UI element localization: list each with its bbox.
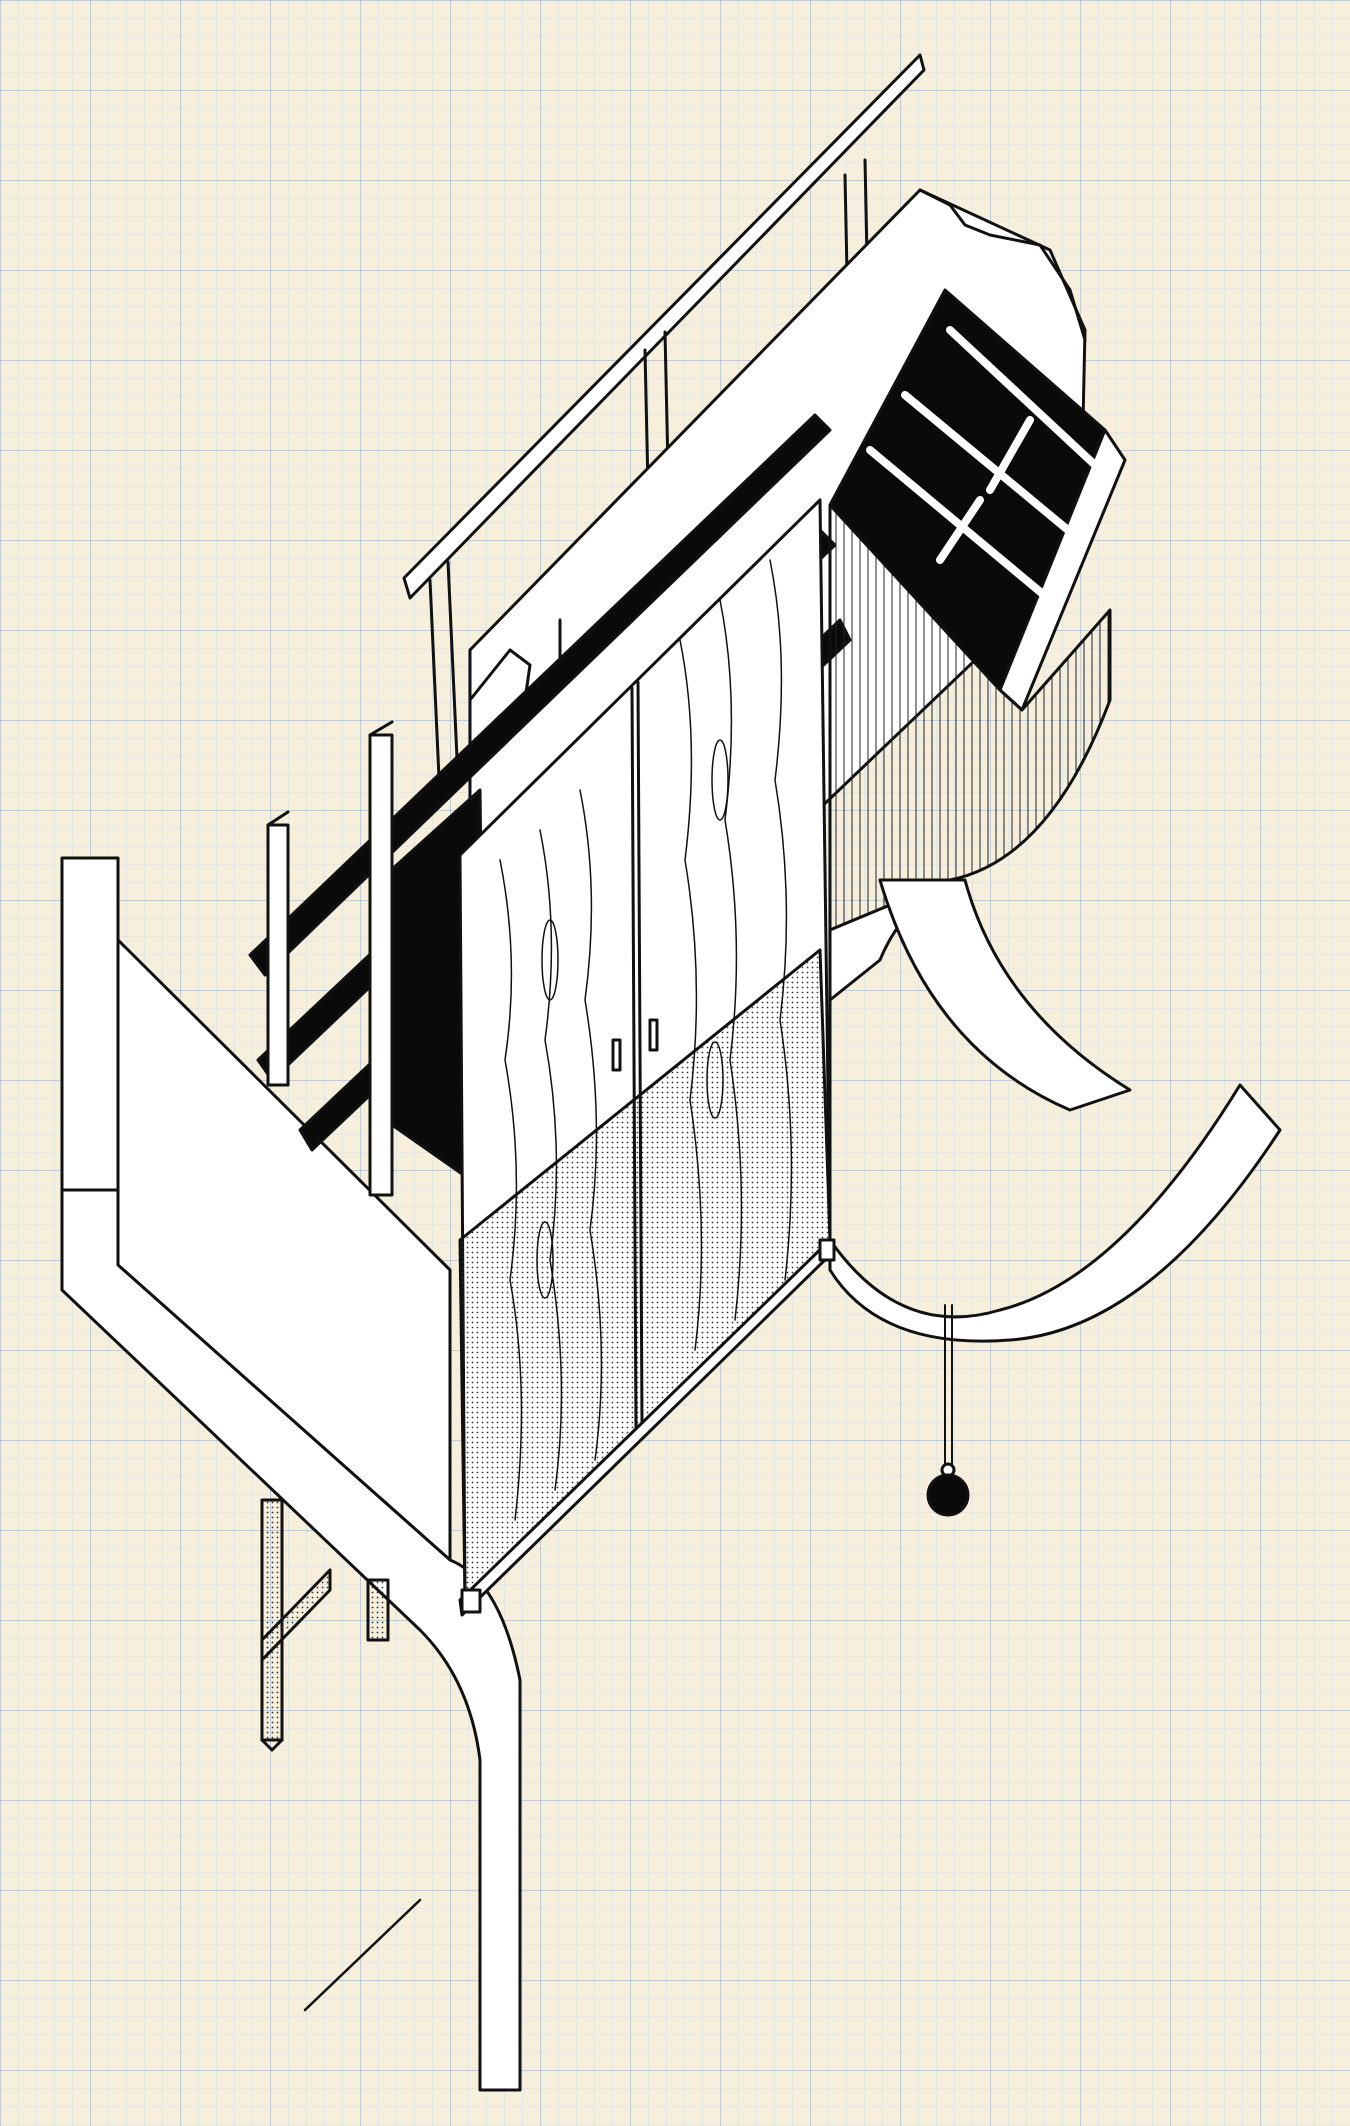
cabinet-side-panel — [828, 503, 1112, 1242]
lower-ladder-legs — [260, 1498, 390, 1752]
right-open-shelving — [828, 288, 1127, 712]
sliding-cabinet-doors — [458, 498, 836, 1617]
curved-floor-plinth — [828, 878, 1282, 1343]
left-wall-panel — [60, 856, 522, 2092]
lower-floor-edge — [303, 1898, 422, 2012]
pendant-lamp-icon — [926, 1304, 970, 1517]
